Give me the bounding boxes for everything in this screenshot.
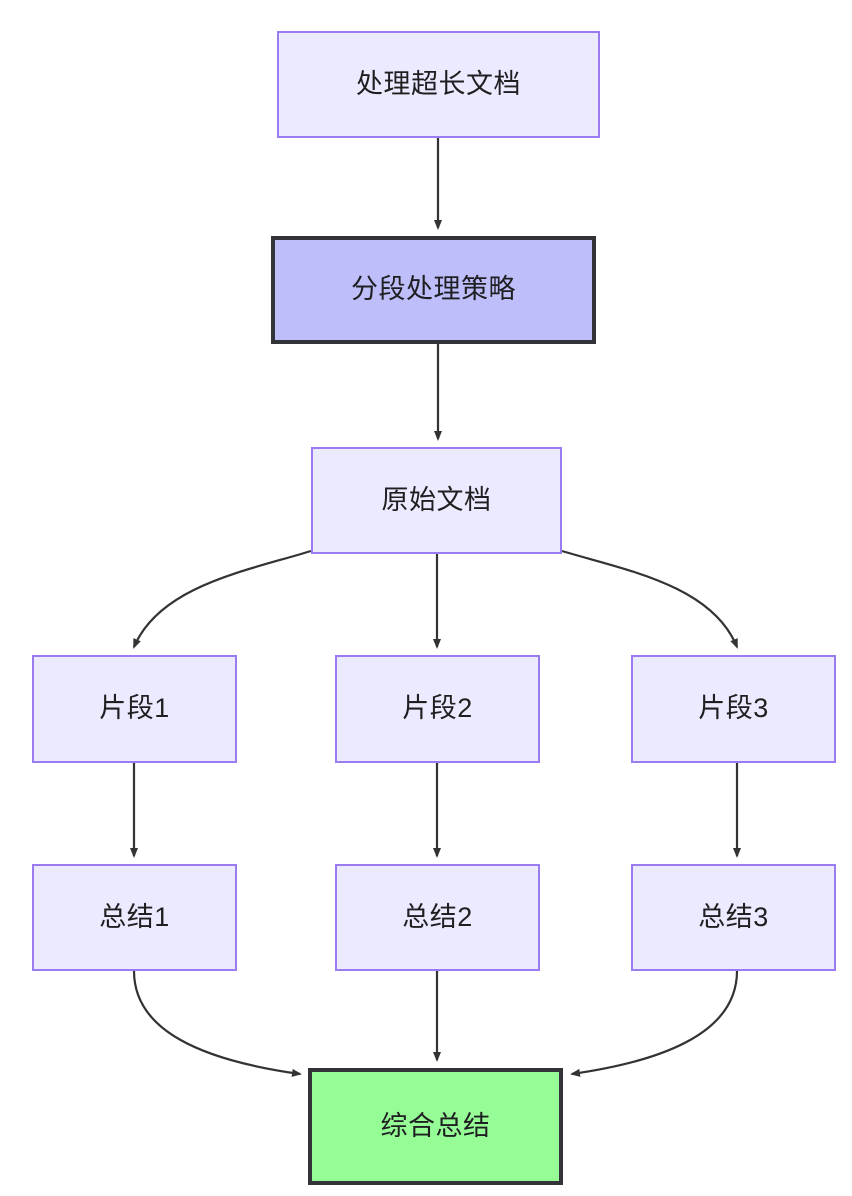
node-label: 总结3 (698, 901, 769, 932)
node-label: 片段3 (698, 693, 769, 724)
edge-summary3-to-final (570, 970, 739, 1077)
node-chunk-2[interactable]: 片段2 (335, 655, 540, 763)
edge-source-to-chunk3 (561, 549, 739, 649)
node-label: 综合总结 (380, 1110, 491, 1141)
node-label: 原始文档 (381, 484, 492, 515)
node-chunk-3[interactable]: 片段3 (631, 655, 836, 763)
node-comprehensive-summary[interactable]: 综合总结 (308, 1068, 563, 1185)
node-label: 总结2 (402, 901, 473, 932)
node-source-document[interactable]: 原始文档 (311, 447, 562, 554)
edge-summary1-to-final (132, 970, 302, 1077)
node-chunk-1[interactable]: 片段1 (32, 655, 237, 763)
node-chunking-strategy[interactable]: 分段处理策略 (271, 236, 596, 344)
node-label: 片段1 (99, 693, 170, 724)
node-label: 总结1 (99, 901, 170, 932)
node-label: 分段处理策略 (351, 274, 516, 305)
node-summary-1[interactable]: 总结1 (32, 864, 237, 971)
node-label: 处理超长文档 (356, 68, 521, 99)
edge-source-to-chunk1 (132, 549, 312, 649)
node-summary-3[interactable]: 总结3 (631, 864, 836, 971)
node-process-long-document[interactable]: 处理超长文档 (277, 31, 600, 138)
node-summary-2[interactable]: 总结2 (335, 864, 540, 971)
node-label: 片段2 (402, 693, 473, 724)
